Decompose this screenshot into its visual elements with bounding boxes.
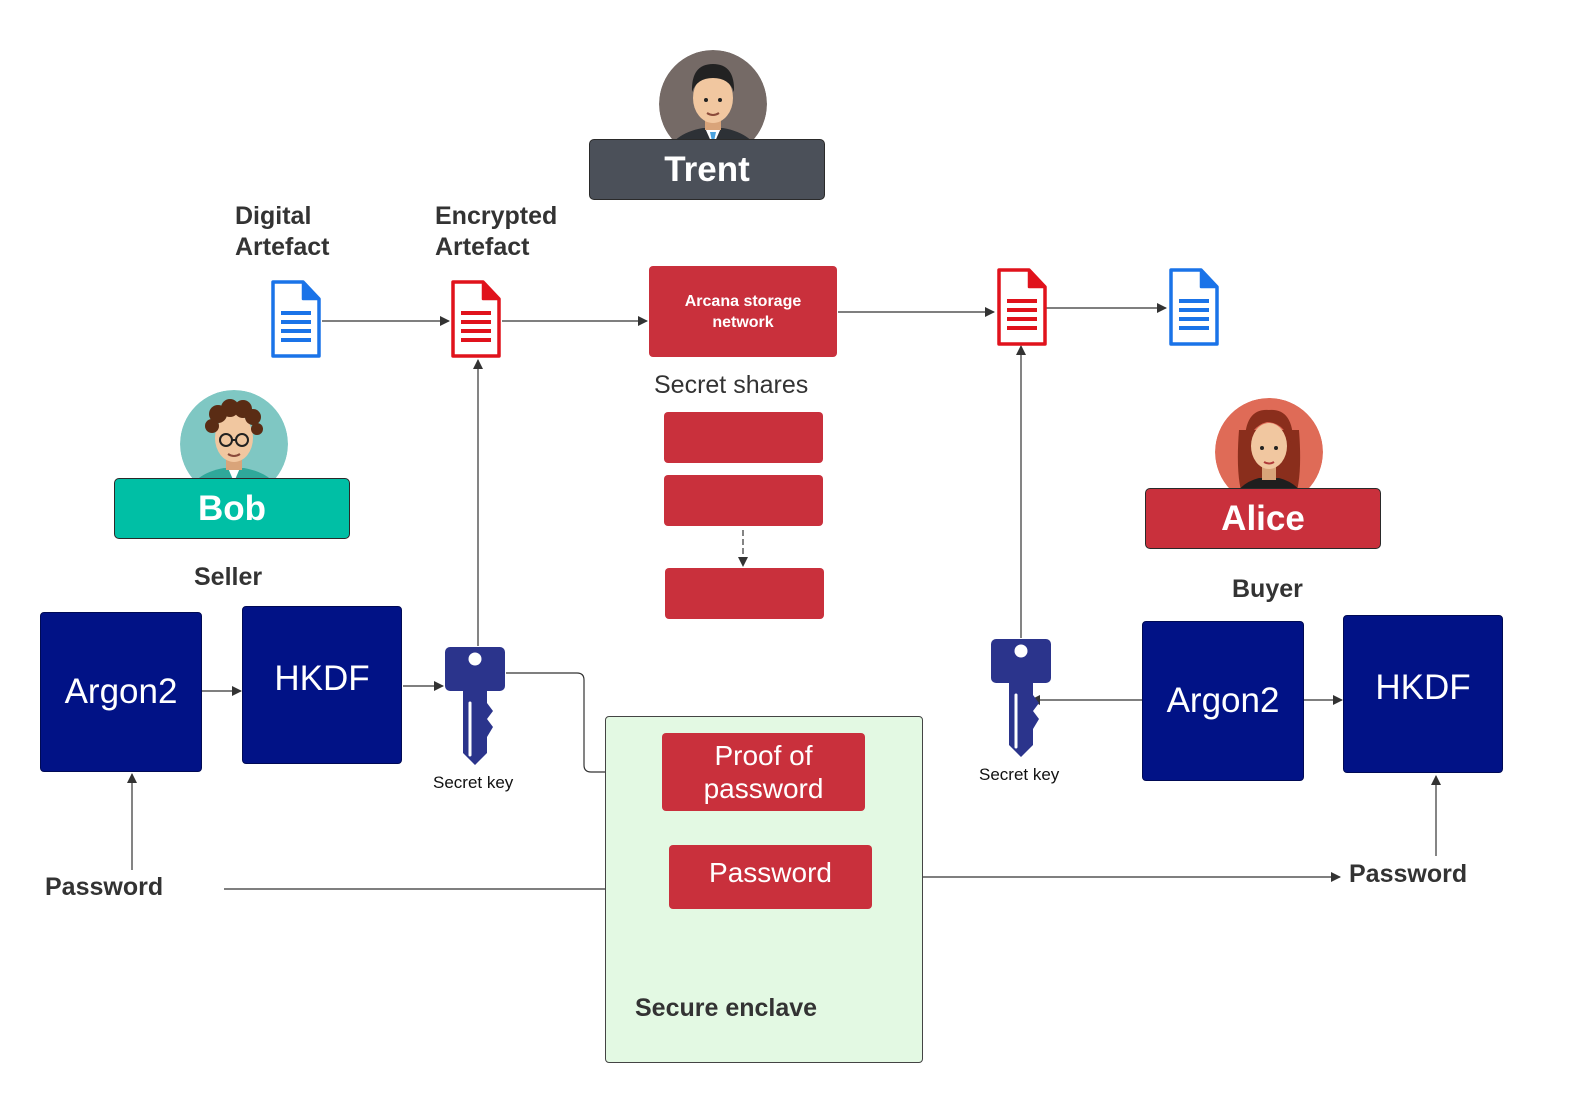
- bob-password-label: Password: [45, 873, 164, 901]
- bob-name-box: Bob: [114, 478, 350, 539]
- alice-name: Alice: [1221, 498, 1305, 538]
- secret-shares-label: Secret shares: [654, 371, 809, 399]
- arrow-bob-key-to-proof: [506, 672, 661, 777]
- proof-of-password-box: Proof of password: [662, 733, 865, 811]
- alice-secret-key-label: Secret key: [979, 765, 1060, 784]
- bob-name: Bob: [197, 488, 267, 528]
- encrypted-document-icon: [997, 268, 1047, 346]
- bob-secret-key-label: Secret key: [433, 773, 514, 792]
- secret-key-icon: [443, 645, 507, 767]
- seller-label: Seller: [194, 563, 263, 591]
- arcana-storage-network-box: Arcana storage network: [649, 266, 837, 357]
- secure-enclave-label: Secure enclave: [635, 994, 818, 1022]
- secret-share-block: [665, 568, 824, 619]
- secret-share-block: [664, 475, 823, 526]
- digital-document-icon: [271, 280, 321, 358]
- bob-hkdf-box: HKDF: [242, 606, 402, 764]
- buyer-label: Buyer: [1232, 575, 1303, 603]
- trent-name: Trent: [664, 149, 750, 189]
- digital-artefact-label: Digital Artefact: [235, 202, 330, 261]
- encrypted-document-icon: [451, 280, 501, 358]
- alice-hkdf-box: HKDF: [1343, 615, 1503, 773]
- connectors: [127, 303, 1441, 894]
- digital-document-icon: [1169, 268, 1219, 346]
- alice-argon2-box: Argon2: [1142, 621, 1304, 781]
- encrypted-artefact-label: Encrypted Artefact: [435, 202, 558, 261]
- trent-name-box: Trent: [589, 139, 825, 200]
- bob-argon2-box: Argon2: [40, 612, 202, 772]
- secret-share-block: [664, 412, 823, 463]
- avatar-trent: [659, 50, 767, 158]
- alice-password-label: Password: [1349, 860, 1468, 888]
- enclave-password-box: Password: [669, 845, 872, 909]
- secret-key-icon: [989, 637, 1053, 759]
- avatar-alice: [1215, 398, 1323, 506]
- alice-name-box: Alice: [1145, 488, 1381, 549]
- avatar-bob: [180, 390, 288, 498]
